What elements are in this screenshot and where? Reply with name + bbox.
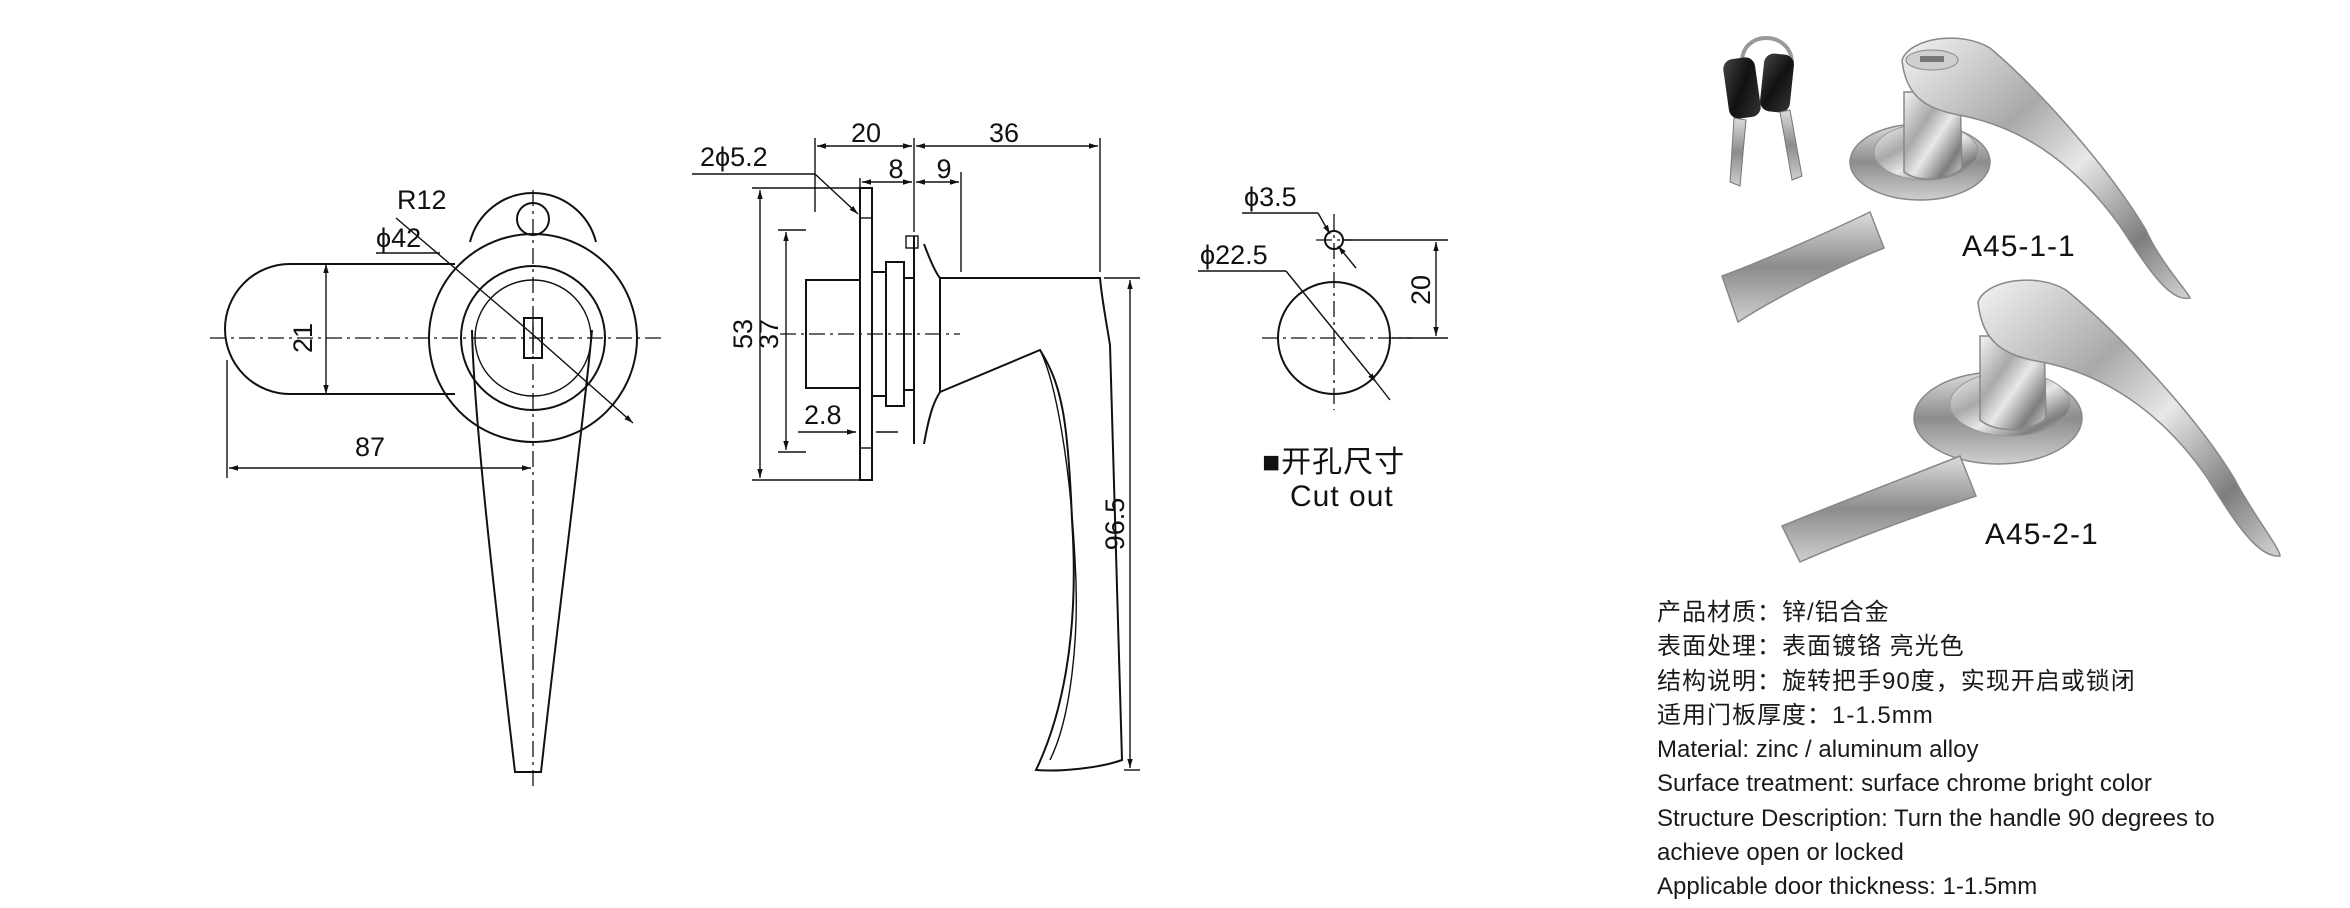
dim-87: 87 xyxy=(355,432,385,462)
spec-material-cn: 产品材质：锌/铝合金 xyxy=(1657,599,1890,626)
spec-structure-en: Structure Description: Turn the handle 9… xyxy=(1657,804,2215,832)
dim-96-5: 96.5 xyxy=(1100,498,1130,551)
product-photo-a45-1-1 xyxy=(1721,37,2191,324)
dim-36: 36 xyxy=(989,118,1019,148)
dim-53: 53 xyxy=(728,319,758,349)
side-view: 20 36 8 9 2ϕ5.2 53 37 2.8 96.5 xyxy=(692,118,1140,772)
spec-structure-en-cont: achieve open or locked xyxy=(1657,839,1904,867)
spec-thickness-en: Applicable door thickness: 1-1.5mm xyxy=(1657,873,2038,901)
spec-material-en: Material: zinc / aluminum alloy xyxy=(1657,736,1979,764)
model-label-a45-1-1: A45-1-1 xyxy=(1962,230,2076,263)
dim-37: 37 xyxy=(754,319,784,349)
dim-phi22-5: ϕ22.5 xyxy=(1200,240,1268,270)
dim-20: 20 xyxy=(851,118,881,148)
spec-structure-cn: 结构说明：旋转把手90度，实现开启或锁闭 xyxy=(1657,667,2136,695)
dim-phi42: ϕ42 xyxy=(376,223,421,253)
dim-r12: R12 xyxy=(397,185,447,215)
dim-8: 8 xyxy=(888,154,903,184)
cutout-view: ϕ3.5 ϕ22.5 20 ■开孔尺寸 Cut out xyxy=(1198,182,1448,513)
dim-2-8: 2.8 xyxy=(804,400,842,430)
cutout-label-cn: ■开孔尺寸 xyxy=(1262,446,1405,479)
dim-2phi5-2: 2ϕ5.2 xyxy=(700,142,768,172)
dim-9: 9 xyxy=(936,154,951,184)
spec-surface-cn: 表面处理：表面镀铬 亮光色 xyxy=(1657,633,1965,661)
product-photo-keys xyxy=(1723,36,1803,187)
spec-list: 产品材质：锌/铝合金 表面处理：表面镀铬 亮光色 结构说明：旋转把手90度，实现… xyxy=(1657,596,2337,905)
dim-20-cutout: 20 xyxy=(1406,275,1436,305)
cutout-label-en: Cut out xyxy=(1290,480,1394,513)
spec-surface-en: Surface treatment: surface chrome bright… xyxy=(1657,770,2152,798)
dim-phi3-5: ϕ3.5 xyxy=(1244,182,1297,212)
spec-thickness-cn: 适用门板厚度：1-1.5mm xyxy=(1657,701,1934,729)
model-label-a45-2-1: A45-2-1 xyxy=(1985,518,2099,551)
front-view: 21 87 R12 ϕ42 xyxy=(210,185,665,790)
product-photo-a45-2-1 xyxy=(1780,279,2281,563)
dim-21: 21 xyxy=(288,323,318,353)
